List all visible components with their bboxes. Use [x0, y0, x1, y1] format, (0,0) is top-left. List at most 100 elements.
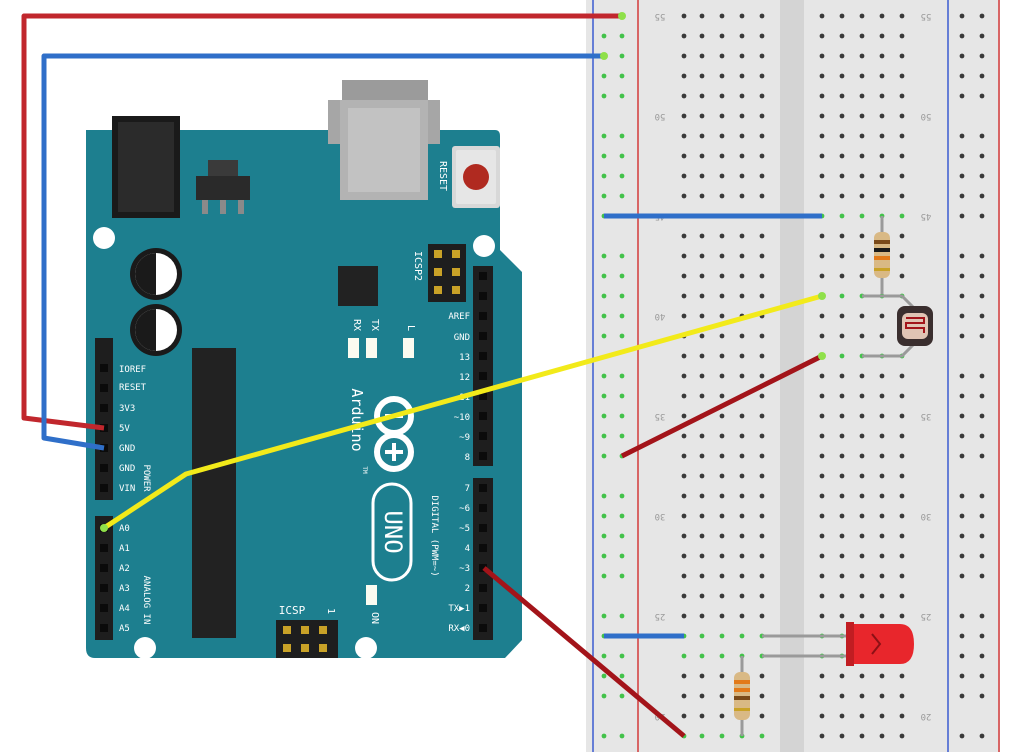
breadboard-hole [681, 693, 687, 699]
breadboard-hole [879, 73, 885, 79]
analog-pin-label: A3 [119, 584, 130, 594]
breadboard-hole [859, 493, 865, 499]
breadboard-hole [859, 193, 865, 199]
breadboard-hole [879, 433, 885, 439]
breadboard-hole [859, 553, 865, 559]
breadboard-hole [839, 273, 845, 279]
rail-hole [979, 133, 985, 139]
rail-hole [619, 373, 625, 379]
breadboard-hole [699, 453, 705, 459]
breadboard-hole [681, 273, 687, 279]
rail-hole [979, 553, 985, 559]
row-number-left: 40 [655, 311, 666, 321]
analog-pin-label: A0 [119, 524, 130, 534]
breadboard-hole [759, 413, 765, 419]
breadboard-hole [681, 373, 687, 379]
rail-hole [959, 53, 965, 59]
rail-hole [601, 733, 607, 739]
rail-hole [601, 613, 607, 619]
breadboard-hole [699, 633, 705, 639]
rail-hole [979, 733, 985, 739]
rail-hole [959, 173, 965, 179]
power-pin-label: VIN [119, 484, 135, 494]
breadboard-hole [759, 253, 765, 259]
breadboard-hole [759, 173, 765, 179]
rail-hole [979, 33, 985, 39]
digital-pin-socket [479, 432, 487, 440]
breadboard-hole [719, 713, 725, 719]
digital-pin-socket [479, 372, 487, 380]
rail-hole [619, 413, 625, 419]
atmega-chip [192, 348, 236, 638]
power-pin-label: 3V3 [119, 404, 135, 414]
breadboard-hole [759, 473, 765, 479]
breadboard-hole [859, 613, 865, 619]
voltage-regulator [196, 160, 250, 214]
breadboard-hole [899, 413, 905, 419]
rail-hole [601, 433, 607, 439]
breadboard-hole [699, 493, 705, 499]
breadboard-hole [859, 133, 865, 139]
breadboard-hole [699, 13, 705, 19]
usb-connector [328, 80, 440, 200]
digital-pin-label: 8 [465, 453, 470, 463]
breadboard-hole [899, 273, 905, 279]
arduino-uno-board: RESET ICSP2 RX TX L ON [86, 80, 522, 659]
breadboard-hole [879, 153, 885, 159]
breadboard-hole [719, 353, 725, 359]
rail-hole [959, 693, 965, 699]
digital-pin-socket [479, 524, 487, 532]
rail-hole [979, 153, 985, 159]
breadboard-hole [859, 413, 865, 419]
rail-hole [619, 193, 625, 199]
rail-hole [979, 393, 985, 399]
breadboard-hole [839, 513, 845, 519]
breadboard-hole [759, 533, 765, 539]
breadboard-hole [859, 713, 865, 719]
rail-hole [619, 693, 625, 699]
breadboard-hole [879, 113, 885, 119]
rail-hole [979, 273, 985, 279]
digital-header-bottom [473, 478, 493, 640]
breadboard-hole [879, 733, 885, 739]
reset-button[interactable] [452, 146, 500, 208]
breadboard-hole [699, 193, 705, 199]
rail-hole [979, 453, 985, 459]
red-led [762, 622, 914, 666]
digital-header-top [473, 266, 493, 466]
breadboard-hole [839, 453, 845, 459]
digital-pin-label: 12 [459, 373, 470, 383]
breadboard-hole [859, 253, 865, 259]
breadboard-hole [859, 533, 865, 539]
mounting-hole [355, 637, 377, 659]
rail-hole [959, 73, 965, 79]
breadboard-hole [681, 553, 687, 559]
rail-hole [601, 453, 607, 459]
rail-hole [959, 653, 965, 659]
rail-hole [959, 293, 965, 299]
rail-hole [959, 253, 965, 259]
dc-power-jack-inner [118, 122, 174, 212]
breadboard-hole [699, 613, 705, 619]
rail-hole [619, 653, 625, 659]
breadboard-hole [899, 673, 905, 679]
breadboard-hole [681, 133, 687, 139]
icsp-label: ICSP [279, 604, 306, 617]
breadboard-hole [681, 453, 687, 459]
breadboard-hole [719, 113, 725, 119]
uno-label: UNO [379, 510, 407, 553]
breadboard-hole [739, 473, 745, 479]
rail-hole [979, 413, 985, 419]
rail-hole [619, 333, 625, 339]
rail-hole [619, 153, 625, 159]
breadboard-hole [699, 553, 705, 559]
reset-label: RESET [437, 161, 448, 191]
breadboard-hole [719, 513, 725, 519]
breadboard-hole [699, 593, 705, 599]
rail-hole [959, 13, 965, 19]
breadboard-hole [719, 333, 725, 339]
digital-section-label: DIGITAL (PWM=~) [429, 495, 439, 576]
breadboard-hole [681, 653, 687, 659]
breadboard-hole [699, 693, 705, 699]
breadboard-hole [859, 113, 865, 119]
